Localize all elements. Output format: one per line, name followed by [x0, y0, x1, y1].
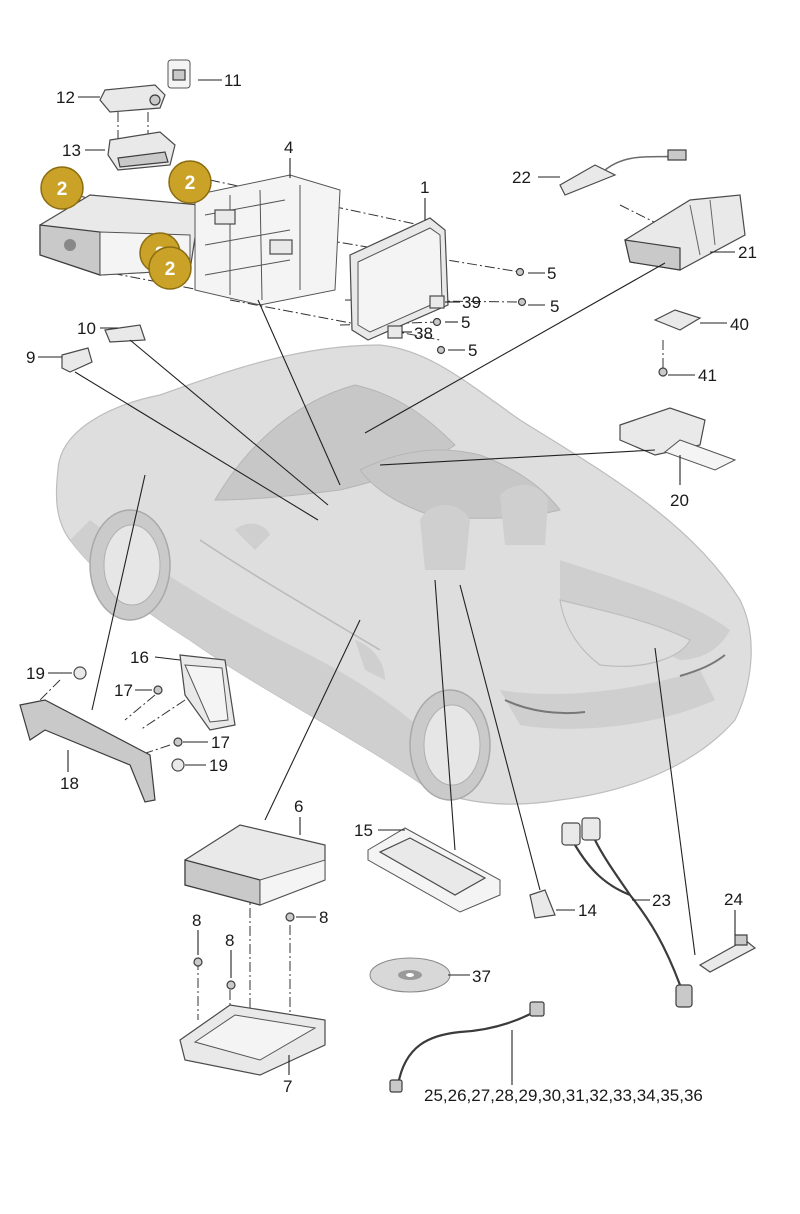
label-8b: 8 [192, 911, 201, 930]
label-16: 16 [130, 648, 149, 667]
car-illustration [55, 344, 752, 805]
label-24: 24 [724, 890, 743, 909]
label-37: 37 [472, 967, 491, 986]
part-22-antenna [559, 149, 687, 196]
part-17-screw-a [153, 685, 163, 695]
label-20: 20 [670, 491, 689, 510]
part-17-screw-b [173, 737, 183, 747]
label-14: 14 [578, 901, 597, 920]
label-17b: 17 [211, 733, 230, 752]
label-25-36: 25,26,27,28,29,30,31,32,33,34,35,36 [424, 1086, 703, 1105]
part-23-cable [561, 817, 693, 1008]
label-19b: 19 [209, 756, 228, 775]
badge-2-a: 2 [40, 166, 84, 210]
badge-2-b: 2 [168, 160, 212, 204]
part-37-disc [369, 957, 451, 993]
part-8-screw-c [226, 980, 236, 990]
part-14-clip [529, 889, 556, 919]
part-25-36-cable [389, 1001, 545, 1093]
label-8c: 8 [225, 931, 234, 950]
label-8a: 8 [319, 908, 328, 927]
part-18-bracket [19, 699, 156, 803]
part-5-screws [432, 267, 527, 355]
part-16-control-unit [179, 654, 236, 731]
part-38 [387, 325, 403, 339]
part-19-clip-b [171, 758, 185, 772]
part-20-module [619, 407, 737, 471]
part-9-sensor [61, 347, 93, 373]
part-21-amplifier [624, 194, 746, 271]
label-15: 15 [354, 821, 373, 840]
label-13: 13 [62, 141, 81, 160]
part-8-screw-a [285, 912, 295, 922]
part-24-bracket [698, 934, 757, 973]
part-13-bracket [107, 131, 176, 171]
label-18: 18 [60, 774, 79, 793]
badge-2-b-text: 2 [185, 173, 196, 194]
label-7: 7 [283, 1077, 292, 1096]
label-17a: 17 [114, 681, 133, 700]
label-5c: 5 [461, 313, 470, 332]
label-6: 6 [294, 797, 303, 816]
label-21: 21 [738, 243, 757, 262]
label-5b: 5 [550, 297, 559, 316]
label-38: 38 [414, 324, 433, 343]
label-41: 41 [698, 366, 717, 385]
callout-labels: 11 12 13 4 1 22 21 5 39 5 5 38 5 40 41 1… [26, 71, 757, 1105]
label-10: 10 [77, 319, 96, 338]
part-10-sensor [104, 324, 146, 343]
badge-2-d-text: 2 [165, 259, 176, 280]
label-5a: 5 [547, 264, 556, 283]
label-9: 9 [26, 348, 35, 367]
part-7-tray [179, 1004, 326, 1076]
part-39 [429, 295, 445, 309]
leader-lines [38, 79, 736, 1085]
label-11: 11 [224, 71, 242, 90]
part-8-screw-b [193, 957, 203, 967]
label-40: 40 [730, 315, 749, 334]
label-19a: 19 [26, 664, 45, 683]
label-22: 22 [512, 168, 531, 187]
badge-2-d: 2 [148, 246, 192, 290]
part-4-frame [194, 174, 341, 306]
part-15-tray [367, 827, 501, 913]
label-23: 23 [652, 891, 671, 910]
badge-2-a-text: 2 [57, 179, 68, 200]
part-12-module [99, 84, 166, 113]
part-41-screw [658, 367, 668, 377]
part-6-control-box [184, 824, 326, 906]
label-39: 39 [462, 293, 481, 312]
label-1: 1 [420, 178, 429, 197]
label-12: 12 [56, 88, 75, 107]
part-19-clip-a [73, 666, 87, 680]
label-5d: 5 [468, 341, 477, 360]
label-4: 4 [284, 138, 293, 157]
part-40-bracket [653, 309, 702, 331]
part-1-display [349, 217, 449, 341]
part-11-connector [167, 59, 191, 89]
